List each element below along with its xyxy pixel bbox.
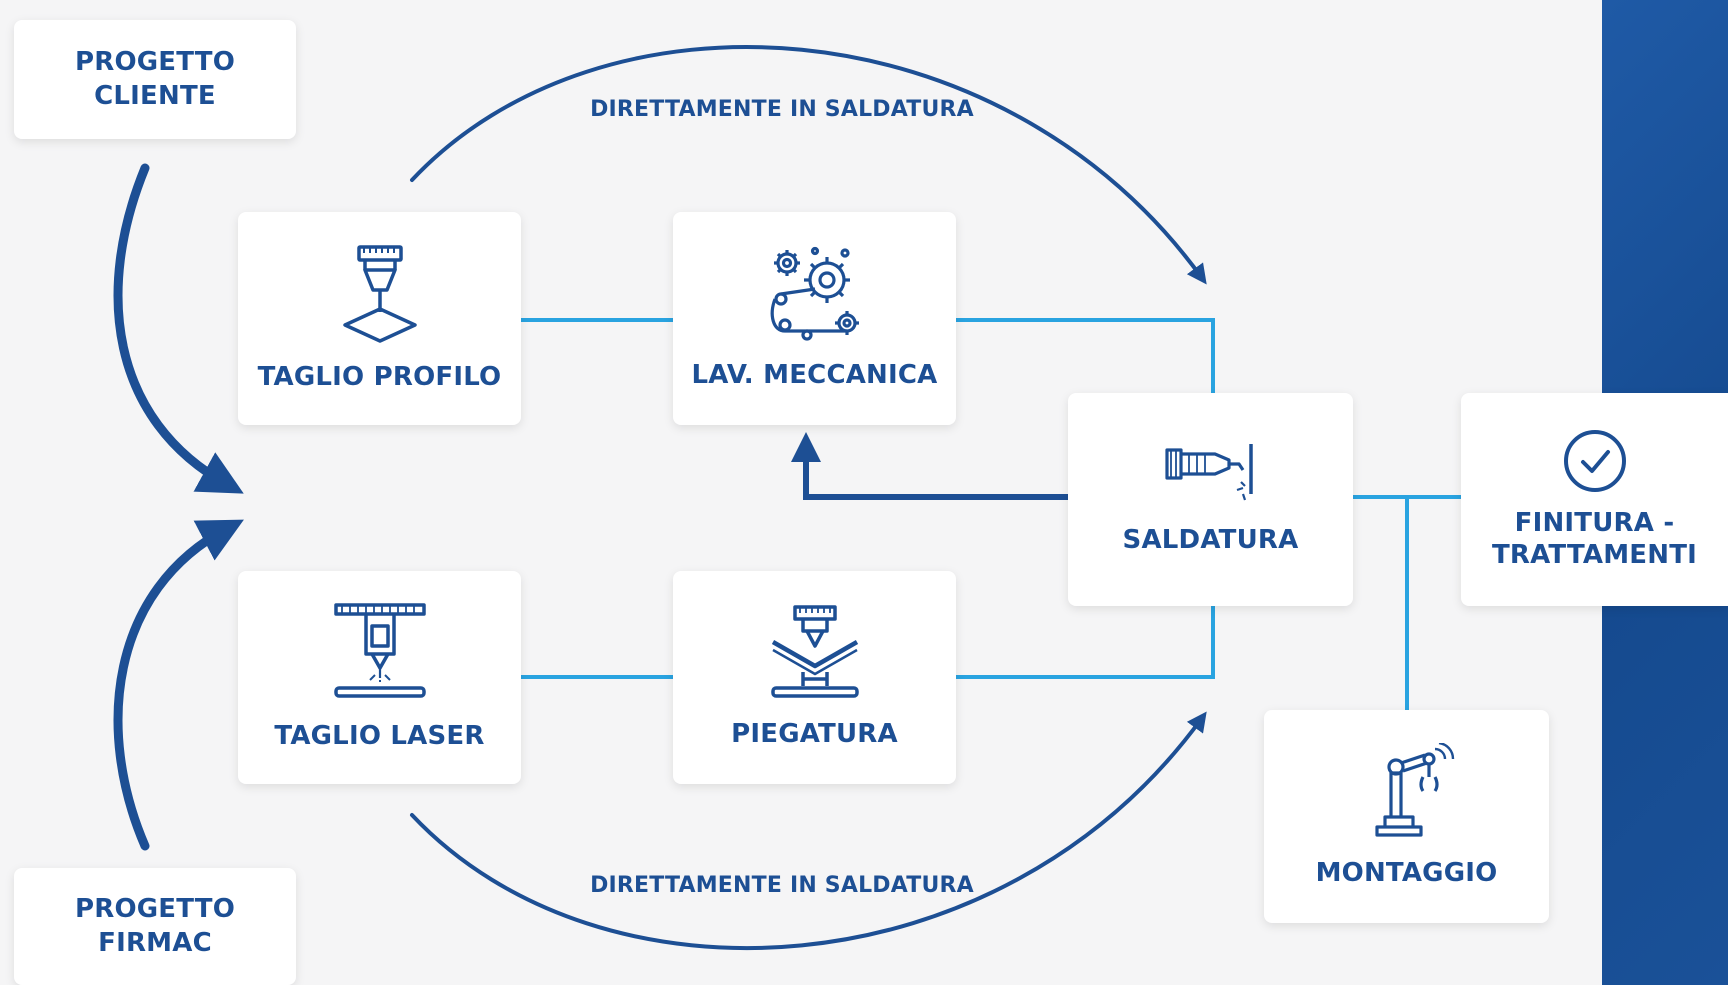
check-circle-icon (1563, 429, 1626, 492)
step-piegatura: PIEGATURA (673, 571, 956, 784)
step-finitura-label: FINITURA - TRATTAMENTI (1491, 507, 1698, 570)
step-lav-meccanica-label: LAV. MECCANICA (691, 360, 938, 391)
step-montaggio-label: MONTAGGIO (1315, 858, 1498, 889)
step-finitura-trattamenti: FINITURA - TRATTAMENTI (1461, 393, 1728, 606)
step-saldatura: SALDATURA (1068, 393, 1353, 606)
profile-cutting-icon (342, 245, 417, 343)
welding-torch-icon (1164, 444, 1253, 501)
step-taglio-profilo-label: TAGLIO PROFILO (257, 362, 502, 393)
step-lav-meccanica: LAV. MECCANICA (673, 212, 956, 425)
step-taglio-laser: TAGLIO LASER (238, 571, 521, 784)
source-progetto-firmac-label: PROGETTO FIRMAC (74, 894, 236, 958)
step-saldatura-label: SALDATURA (1122, 525, 1299, 556)
source-progetto-cliente: PROGETTO CLIENTE (14, 20, 296, 139)
step-taglio-laser-label: TAGLIO LASER (274, 721, 485, 752)
laser-cutting-icon (333, 603, 426, 698)
robot-arm-icon (1374, 743, 1454, 837)
source-progetto-firmac: PROGETTO FIRMAC (14, 868, 296, 985)
bending-press-icon (770, 605, 859, 698)
source-progetto-cliente-label: PROGETTO CLIENTE (74, 47, 236, 111)
step-piegatura-label: PIEGATURA (731, 719, 898, 750)
caption-bottom-direct-welding: DIRETTAMENTE IN SALDATURA (590, 873, 974, 898)
step-montaggio: MONTAGGIO (1264, 710, 1549, 923)
caption-top-direct-welding: DIRETTAMENTE IN SALDATURA (590, 97, 974, 122)
gears-icon (770, 247, 859, 341)
step-taglio-profilo: TAGLIO PROFILO (238, 212, 521, 425)
